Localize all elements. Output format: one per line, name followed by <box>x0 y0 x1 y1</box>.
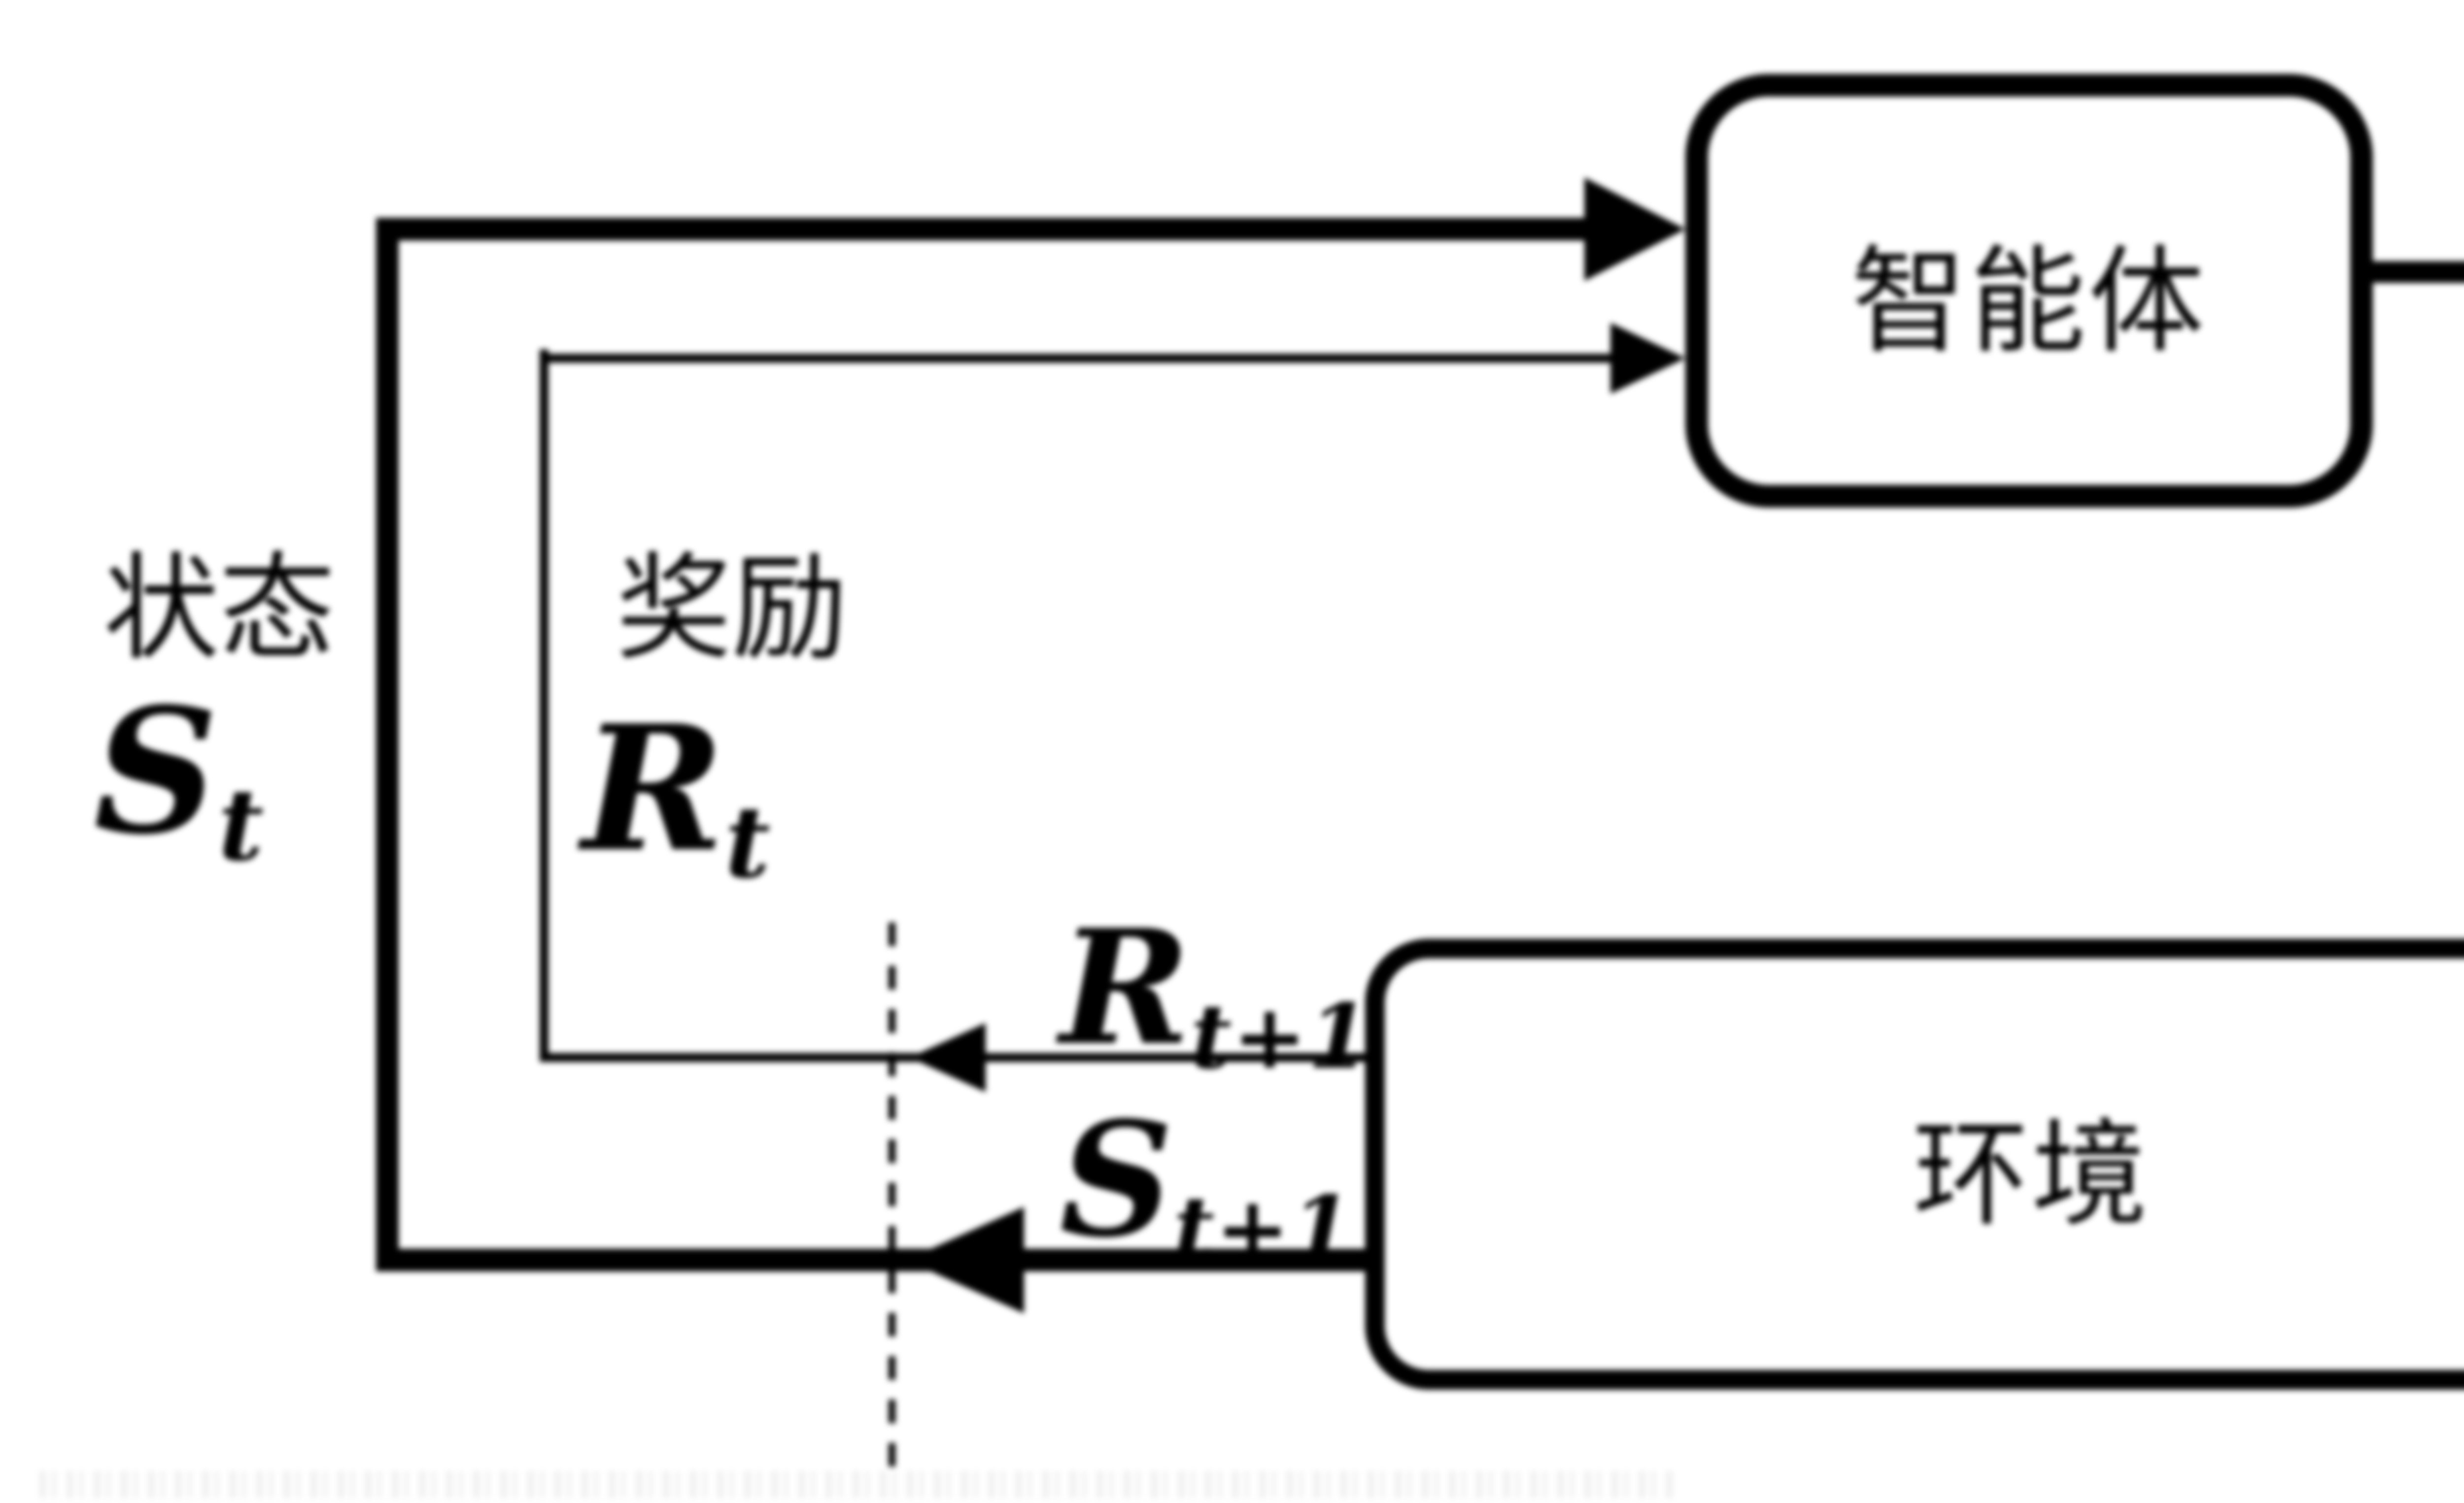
reward-into-agent-arrowhead <box>1610 323 1685 394</box>
reward-cn-label: 奖励 <box>616 546 848 674</box>
agent-label: 智能体 <box>1851 238 2207 367</box>
reward-symbol-letter: R <box>582 687 725 890</box>
reward-symbol: Rt <box>582 702 771 892</box>
next-reward-arrowhead <box>910 1023 986 1092</box>
next-state-arrowhead <box>906 1207 1024 1313</box>
next-reward-subscript: t+1 <box>1190 985 1371 1089</box>
next-reward-letter: R <box>1060 895 1191 1080</box>
state-symbol-letter: S <box>94 670 218 873</box>
environment-box: 环境 <box>1365 939 2464 1390</box>
next-state-symbol: St+1 <box>1060 1101 1353 1273</box>
reward-symbol-subscript: t <box>724 785 772 900</box>
environment-label: 环境 <box>1913 1112 2151 1240</box>
state-symbol: St <box>94 685 265 875</box>
next-state-subscript: t+1 <box>1173 1177 1354 1281</box>
state-cn-label: 状态 <box>103 546 335 674</box>
agent-box: 智能体 <box>1685 74 2373 508</box>
state-symbol-subscript: t <box>218 767 265 883</box>
next-reward-symbol: Rt+1 <box>1060 909 1370 1081</box>
bottom-artifact-noise <box>39 1471 1676 1498</box>
next-state-letter: S <box>1060 1088 1174 1272</box>
state-into-agent-arrowhead <box>1584 177 1685 281</box>
